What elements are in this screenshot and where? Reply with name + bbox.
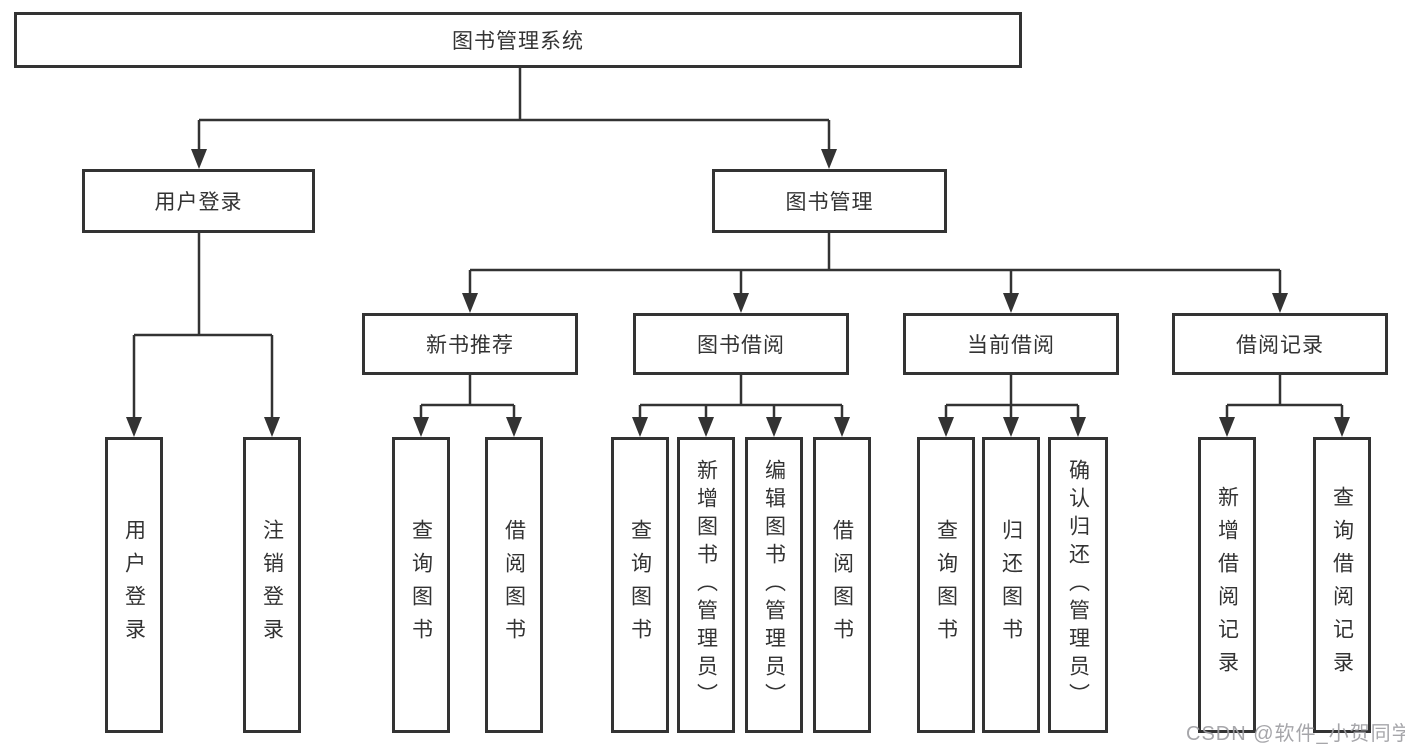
leaf-logout: 注销登录 xyxy=(243,437,301,733)
node-user-login: 用户登录 xyxy=(82,169,315,233)
arrowhead-icon xyxy=(1219,417,1235,437)
arrowhead-icon xyxy=(1070,417,1086,437)
arrowhead-icon xyxy=(766,417,782,437)
arrowhead-icon xyxy=(191,149,207,169)
leaf-label: 查询图书 xyxy=(934,519,958,651)
node-current-borrow: 当前借阅 xyxy=(903,313,1119,375)
arrowhead-icon xyxy=(632,417,648,437)
arrowhead-icon xyxy=(1003,293,1019,313)
leaf-label: 编辑图书（管理员） xyxy=(762,459,786,711)
leaf-query-books-borrow: 查询图书 xyxy=(611,437,669,733)
arrowhead-icon xyxy=(733,293,749,313)
arrowhead-icon xyxy=(126,417,142,437)
arrowhead-icon xyxy=(834,417,850,437)
arrowhead-icon xyxy=(698,417,714,437)
arrowheads xyxy=(126,149,1350,437)
leaf-label: 查询图书 xyxy=(628,519,652,651)
csdn-watermark: CSDN @软件_小贺同学 xyxy=(1186,723,1405,745)
edge-newbookrec-to-leaves xyxy=(419,375,516,433)
leaf-label: 新增借阅记录 xyxy=(1215,486,1239,684)
leaf-label: 查询图书 xyxy=(409,519,433,651)
edge-borrowrecords-to-leaves xyxy=(1225,375,1344,433)
arrowhead-icon xyxy=(1272,293,1288,313)
node-new-book-recommend: 新书推荐 xyxy=(362,313,578,375)
arrowhead-icon xyxy=(938,417,954,437)
edge-userlogin-to-leaves xyxy=(132,233,274,433)
leaf-borrow-books: 借阅图书 xyxy=(813,437,871,733)
leaf-query-borrow-record: 查询借阅记录 xyxy=(1313,437,1371,733)
arrowhead-icon xyxy=(264,417,280,437)
leaf-borrow-books-recommend: 借阅图书 xyxy=(485,437,543,733)
edge-bookborrow-to-leaves xyxy=(638,375,844,433)
node-book-management: 图书管理 xyxy=(712,169,947,233)
leaf-label: 查询借阅记录 xyxy=(1330,486,1354,684)
leaf-user-login: 用户登录 xyxy=(105,437,163,733)
node-borrow-records: 借阅记录 xyxy=(1172,313,1388,375)
arrowhead-icon xyxy=(506,417,522,437)
leaf-label: 借阅图书 xyxy=(502,519,526,651)
leaf-label: 归还图书 xyxy=(999,519,1023,651)
leaf-add-borrow-record: 新增借阅记录 xyxy=(1198,437,1256,733)
leaf-label: 新增图书（管理员） xyxy=(694,459,718,711)
leaf-edit-books-admin: 编辑图书（管理员） xyxy=(745,437,803,733)
arrowhead-icon xyxy=(462,293,478,313)
leaf-confirm-return-admin: 确认归还（管理员） xyxy=(1048,437,1108,733)
leaf-query-books-current: 查询图书 xyxy=(917,437,975,733)
arrowhead-icon xyxy=(1334,417,1350,437)
leaf-query-books-recommend: 查询图书 xyxy=(392,437,450,733)
leaf-add-books-admin: 新增图书（管理员） xyxy=(677,437,735,733)
leaf-label: 确认归还（管理员） xyxy=(1066,459,1090,711)
leaf-label: 注销登录 xyxy=(260,519,284,651)
edge-root-to-level2 xyxy=(197,68,831,165)
arrowhead-icon xyxy=(821,149,837,169)
node-root-system: 图书管理系统 xyxy=(14,12,1022,68)
edge-bookmgmt-to-level3 xyxy=(468,233,1282,309)
node-book-borrow: 图书借阅 xyxy=(633,313,849,375)
leaf-return-books: 归还图书 xyxy=(982,437,1040,733)
arrowhead-icon xyxy=(413,417,429,437)
arrowhead-icon xyxy=(1003,417,1019,437)
leaf-label: 用户登录 xyxy=(122,519,146,651)
leaf-label: 借阅图书 xyxy=(830,519,854,651)
